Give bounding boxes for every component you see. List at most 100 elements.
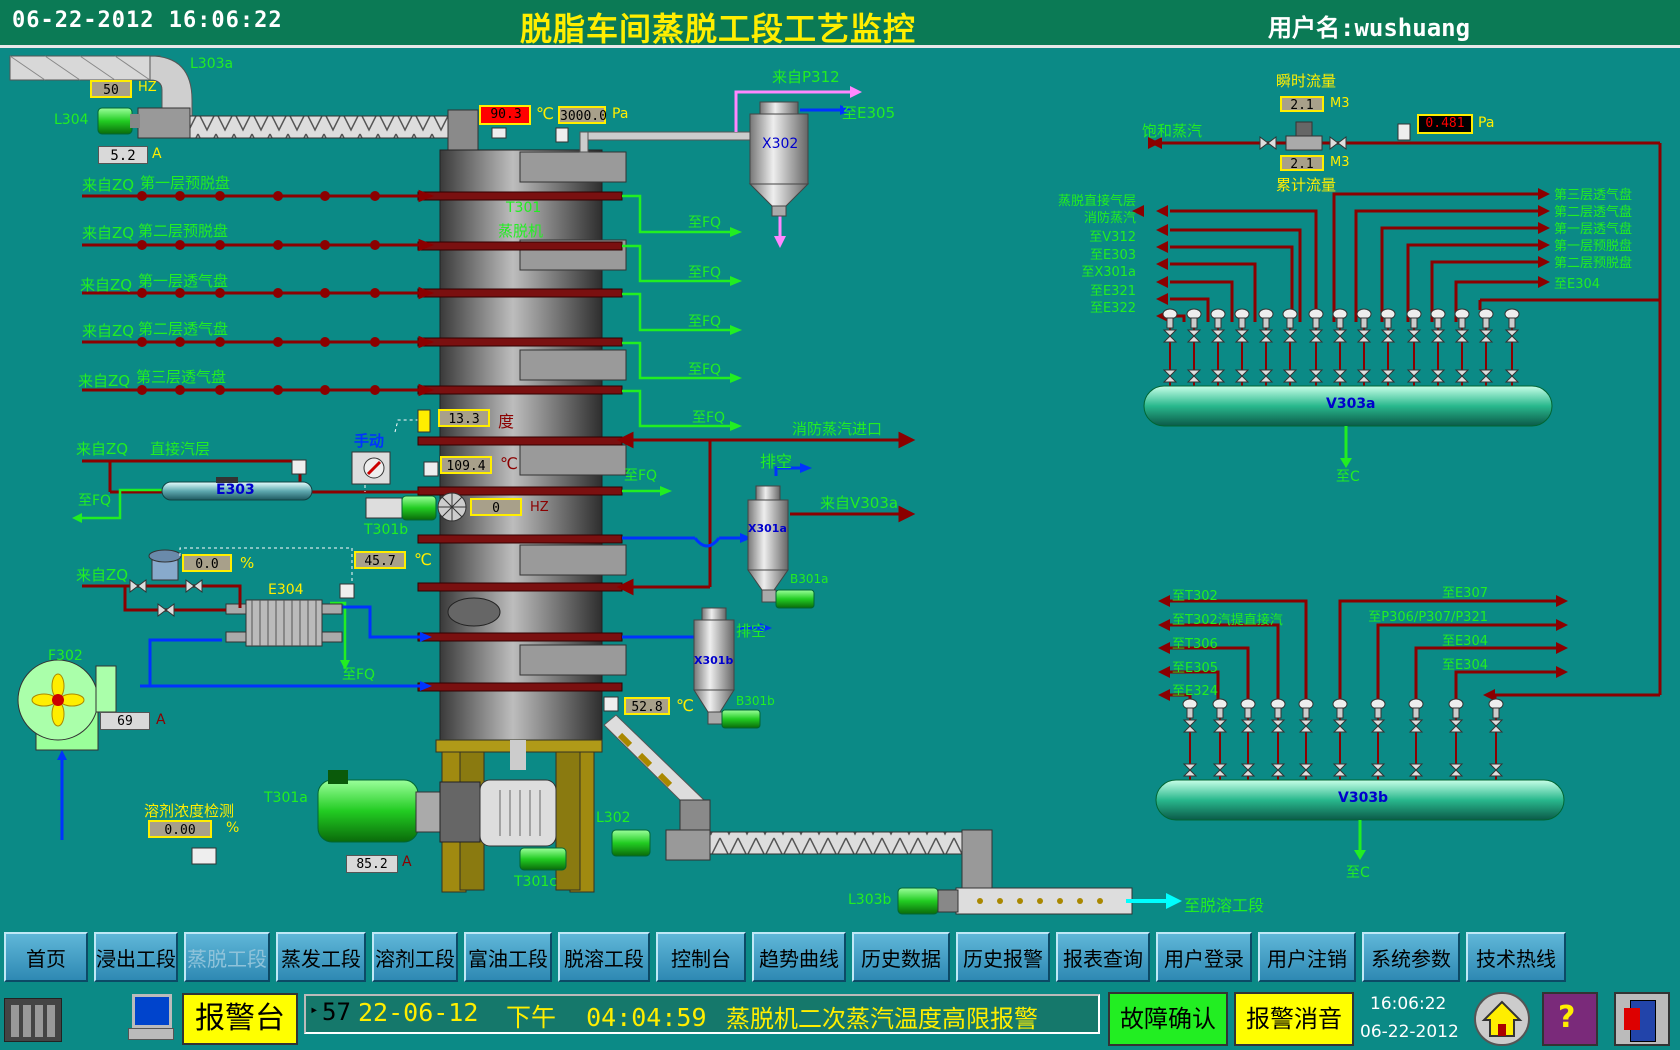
server-rack-icon[interactable]	[4, 998, 62, 1042]
motor-l302[interactable]	[611, 829, 651, 857]
motor-t301a[interactable]	[317, 770, 557, 847]
label-t301: T301	[506, 200, 542, 216]
valve-valves-a-6[interactable]	[1308, 308, 1324, 386]
nav-item-4[interactable]: 溶剂工段	[372, 932, 458, 982]
valve-valves-a-5[interactable]	[1282, 308, 1298, 386]
valve-valves-b-3[interactable]	[1270, 698, 1286, 780]
solvent-conc-value: 0.00	[148, 820, 212, 838]
valve-valves-a-9[interactable]	[1380, 308, 1396, 386]
label-e304: E304	[268, 582, 304, 598]
nav-item-9[interactable]: 历史数据	[852, 932, 950, 982]
nav-item-2[interactable]: 蒸脱工段	[184, 932, 270, 982]
nav-item-3[interactable]: 蒸发工段	[276, 932, 366, 982]
current-user: 用户名:wushuang	[1268, 14, 1471, 42]
valve-valves-b-7[interactable]	[1408, 698, 1424, 780]
exit-door-icon[interactable]	[1614, 992, 1670, 1046]
fan-f302[interactable]	[17, 659, 117, 751]
pump-b301b[interactable]	[721, 709, 761, 729]
valve-valves-a-13[interactable]	[1478, 308, 1494, 386]
nav-item-0[interactable]: 首页	[4, 932, 88, 982]
nav-item-6[interactable]: 脱溶工段	[558, 932, 650, 982]
help-book-icon[interactable]: ?	[1542, 992, 1598, 1046]
pump-b301a[interactable]	[775, 589, 815, 609]
nav-item-13[interactable]: 用户注销	[1258, 932, 1356, 982]
valve-valves-a-10[interactable]	[1406, 308, 1422, 386]
from-zq-5: 来自ZQ	[78, 372, 131, 390]
valve-valves-b-2[interactable]	[1240, 698, 1256, 780]
m3-unit-inst: M3	[1330, 96, 1350, 111]
valve-valves-b-5[interactable]	[1332, 698, 1348, 780]
from-zq-6: 来自ZQ	[76, 440, 129, 458]
computer-icon[interactable]	[126, 992, 176, 1044]
valve-bank-v303b[interactable]	[1182, 698, 1504, 780]
manual-switch[interactable]	[351, 451, 391, 485]
valve-valves-b-9[interactable]	[1488, 698, 1504, 780]
from-zq-3: 来自ZQ	[80, 276, 133, 294]
alarm-desk-button[interactable]: 报警台	[182, 993, 298, 1045]
valve-valves-a-12[interactable]	[1454, 308, 1470, 386]
control-valve-e304[interactable]	[82, 549, 242, 617]
process-diagram	[9, 55, 1662, 915]
tank-v303b-label: V303b	[1338, 790, 1389, 806]
v303b-right-output-2: 至E304	[1441, 634, 1488, 649]
nav-item-5[interactable]: 富油工段	[464, 932, 552, 982]
tray2-pre-label: 第二层预脱盘	[138, 222, 229, 240]
valve-valves-b-6[interactable]	[1370, 698, 1386, 780]
label-t301-name: 蒸脱机	[498, 222, 544, 240]
label-solvent-detect: 溶剂浓度检测	[144, 802, 235, 820]
valve-bank-v303a[interactable]	[1162, 308, 1520, 386]
valve-valves-a-2[interactable]	[1210, 308, 1226, 386]
to-fq-7: 至FQ	[342, 667, 376, 683]
valve-valves-a-11[interactable]	[1430, 308, 1446, 386]
motor-t301b[interactable]	[365, 492, 467, 522]
valve-valves-a-14[interactable]	[1504, 308, 1520, 386]
v303a-right-output-1: 第二层透气盘	[1554, 205, 1633, 220]
nav-item-8[interactable]: 趋势曲线	[752, 932, 846, 982]
label-e303: E303	[216, 482, 255, 498]
motor-t301c[interactable]	[519, 847, 567, 871]
valve-valves-a-1[interactable]	[1186, 308, 1202, 386]
label-x302: X302	[762, 136, 799, 152]
cooling-lines	[60, 108, 840, 840]
nav-item-12[interactable]: 用户登录	[1156, 932, 1252, 982]
sat-steam-label: 饱和蒸汽	[1142, 122, 1203, 140]
v303b-left-output-1: 至T302汽提直接汽	[1172, 613, 1283, 628]
alarm-silence-button[interactable]: 报警消音	[1234, 992, 1354, 1046]
label-l303b: L303b	[848, 892, 892, 908]
nav-item-15[interactable]: 技术热线	[1466, 932, 1566, 982]
m3-unit-total: M3	[1330, 155, 1350, 170]
pressure-box	[1417, 114, 1473, 134]
signal-dash	[394, 419, 420, 433]
nav-item-10[interactable]: 历史报警	[956, 932, 1050, 982]
valve-valves-b-8[interactable]	[1448, 698, 1464, 780]
pct-unit-solvent: %	[226, 820, 240, 836]
valve-valves-a-4[interactable]	[1258, 308, 1274, 386]
valve-valves-b-0[interactable]	[1182, 698, 1198, 780]
label-l302: L302	[596, 810, 631, 826]
fault-confirm-button[interactable]: 故障确认	[1108, 992, 1228, 1046]
motor-l304[interactable]	[97, 107, 140, 135]
valve-valves-a-3[interactable]	[1234, 308, 1250, 386]
tray1-pre-label: 第一层预脱盘	[140, 174, 231, 192]
flowmeter	[1259, 121, 1411, 151]
valve-valves-a-8[interactable]	[1356, 308, 1372, 386]
hz-unit: HZ	[138, 80, 157, 95]
tray2-vent-label: 第二层透气盘	[138, 320, 229, 338]
header-datetime: 06-22-2012 16:06:22	[12, 8, 283, 33]
valve-valves-a-0[interactable]	[1162, 308, 1178, 386]
valve-valves-b-4[interactable]	[1298, 698, 1314, 780]
valve-valves-a-7[interactable]	[1332, 308, 1348, 386]
degree-unit: 度	[498, 412, 515, 431]
valve-valves-b-1[interactable]	[1212, 698, 1228, 780]
nav-item-14[interactable]: 系统参数	[1362, 932, 1460, 982]
arrow-heads-a	[1150, 137, 1550, 322]
tank-v303a-label: V303a	[1326, 396, 1376, 412]
home-icon[interactable]	[1474, 992, 1530, 1046]
nav-item-11[interactable]: 报表查询	[1056, 932, 1150, 982]
arrows-v303a	[1132, 137, 1160, 217]
nav-item-7[interactable]: 控制台	[656, 932, 746, 982]
motor-l303b[interactable]	[897, 887, 959, 915]
v303b-left-output-2: 至T306	[1172, 637, 1218, 652]
nav-item-1[interactable]: 浸出工段	[94, 932, 178, 982]
